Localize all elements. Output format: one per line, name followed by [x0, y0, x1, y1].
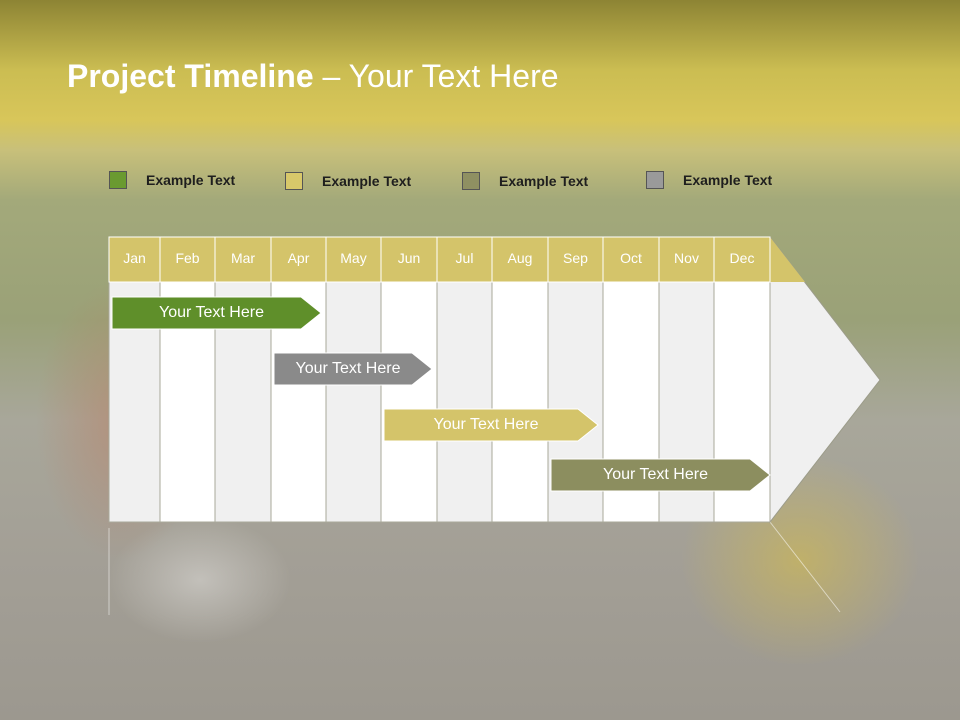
- timeline-bar-4: [550, 458, 771, 492]
- month-column-may: [325, 281, 382, 523]
- legend-label-3: Example Text: [499, 173, 589, 189]
- legend-label-4: Example Text: [683, 172, 773, 188]
- month-header-cell-dec: [713, 236, 771, 283]
- timeline-bar-label-2: Your Text Here: [295, 360, 401, 377]
- month-label-nov: Nov: [674, 250, 699, 266]
- month-label-jan: Jan: [123, 250, 146, 266]
- timeline-bar-label-3: Your Text Here: [433, 416, 539, 433]
- legend-label-1: Example Text: [146, 172, 236, 188]
- month-label-dec: Dec: [729, 250, 755, 266]
- legend-label-2: Example Text: [322, 173, 412, 189]
- timeline-bar-3: [383, 408, 599, 442]
- month-label-feb: Feb: [175, 250, 200, 266]
- month-column-jul: [436, 281, 493, 523]
- month-label-aug: Aug: [507, 250, 533, 266]
- timeline-arrow-header-tip: [770, 237, 805, 282]
- month-column-jun: [380, 281, 438, 523]
- timeline-bar-1: [111, 296, 322, 330]
- month-label-jul: Jul: [455, 250, 474, 266]
- legend-swatch-3: [462, 172, 480, 190]
- month-header-cell-oct: [602, 236, 660, 283]
- legend-swatch-2: [285, 172, 303, 190]
- title-rest-part: – Your Text Here: [313, 58, 559, 94]
- slide-title: Project Timeline – Your Text Here: [67, 58, 559, 95]
- legend-swatch-4: [646, 171, 664, 189]
- month-header: [108, 236, 771, 283]
- timeline-bar-2: [273, 352, 433, 386]
- month-label-sep: Sep: [563, 250, 588, 266]
- timeline-bars: [111, 296, 771, 492]
- month-header-cell-jul: [436, 236, 493, 283]
- legend-swatch-1: [109, 171, 127, 189]
- title-bold-part: Project Timeline: [67, 58, 314, 94]
- timeline-bar-label-4: Your Text Here: [603, 466, 708, 483]
- timeline-reflection-edge: [769, 521, 841, 613]
- month-label-apr: Apr: [287, 250, 310, 266]
- month-label-may: May: [340, 250, 367, 266]
- month-header-cell-apr: [270, 236, 327, 283]
- month-label-mar: Mar: [230, 250, 256, 266]
- month-label-jun: Jun: [397, 250, 421, 266]
- month-header-cell-nov: [658, 236, 715, 283]
- month-header-cell-sep: [547, 236, 604, 283]
- month-header-cell-jan: [108, 236, 161, 283]
- month-header-cell-jun: [380, 236, 438, 283]
- timeline-bar-label-1: Your Text Here: [159, 304, 264, 321]
- month-label-oct: Oct: [620, 250, 642, 266]
- month-column-aug: [491, 281, 549, 523]
